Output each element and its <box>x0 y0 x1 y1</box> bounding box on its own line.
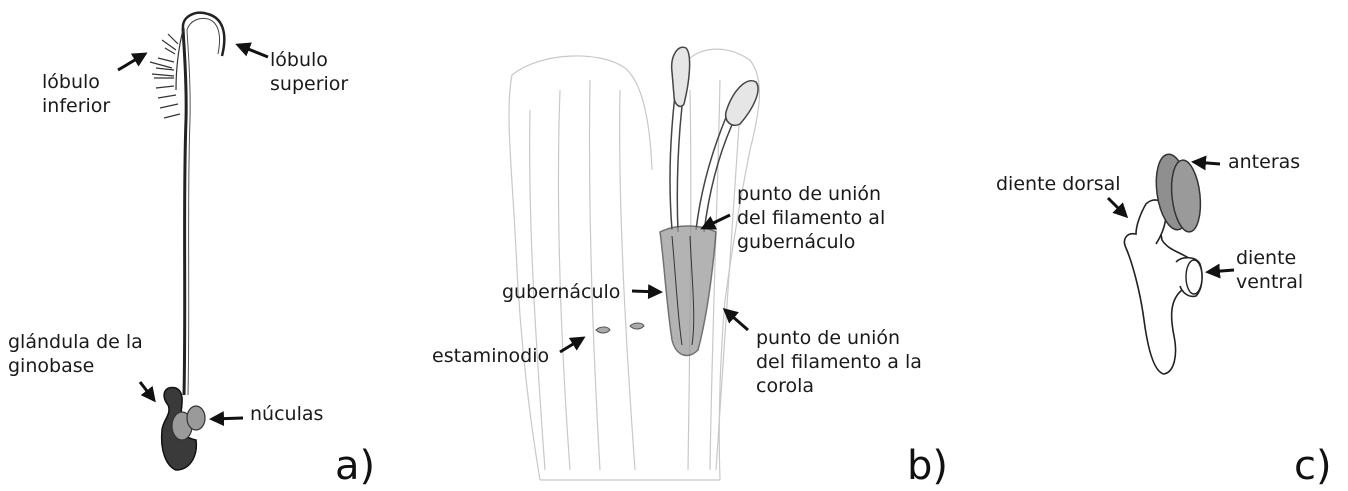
label-diente-dorsal: diente dorsal <box>996 172 1121 196</box>
label-anteras: anteras <box>1228 150 1300 174</box>
arrow-diente-dorsal <box>1108 198 1126 216</box>
panel-letter-b: b) <box>907 444 948 488</box>
arrow-glandula <box>140 382 154 400</box>
arrow-gubernaculo <box>632 291 660 292</box>
arrow-lobulo-superior <box>238 45 268 57</box>
anther-left <box>672 47 690 106</box>
gubernaculum-body <box>660 226 716 355</box>
anther-right <box>726 81 758 126</box>
panel-c: anteras diente dorsal diente ventral c) <box>960 0 1348 491</box>
label-diente-ventral: diente ventral <box>1236 246 1303 294</box>
style-stem <box>183 28 186 395</box>
nutlet-2 <box>187 406 205 430</box>
panel-b: punto de unión del filamento al gubernác… <box>420 0 960 491</box>
upper-lobe <box>183 13 224 56</box>
corolla <box>509 49 759 480</box>
arrow-nuculas <box>212 418 243 419</box>
label-gubernaculo: gubernáculo <box>502 280 620 304</box>
label-lobulo-inferior: lóbulo inferior <box>42 70 110 118</box>
label-union-corola: punto de unión del filamento a la corola <box>756 326 922 398</box>
arrow-estaminodio <box>560 338 583 352</box>
staminode-1 <box>596 327 610 333</box>
label-nuculas: núculas <box>250 402 323 426</box>
panel-letter-c: c) <box>1294 444 1332 488</box>
arrow-union-corola <box>725 310 748 330</box>
staminode-2 <box>630 323 644 329</box>
panel-a: lóbulo inferior lóbulo superior glándula… <box>0 0 440 491</box>
arrow-diente-ventral <box>1208 270 1234 272</box>
lower-lobe-hairs <box>150 30 183 118</box>
label-estaminodio: estaminodio <box>432 344 549 368</box>
arrow-lobulo-inferior <box>118 54 145 70</box>
label-lobulo-superior: lóbulo superior <box>270 48 348 96</box>
arrow-anteras <box>1194 162 1220 164</box>
label-union-gubernaculo: punto de unión del filamento al gubernác… <box>737 182 885 254</box>
label-glandula-ginobase: glándula de la ginobase <box>8 330 143 378</box>
panel-letter-a: a) <box>335 444 375 488</box>
